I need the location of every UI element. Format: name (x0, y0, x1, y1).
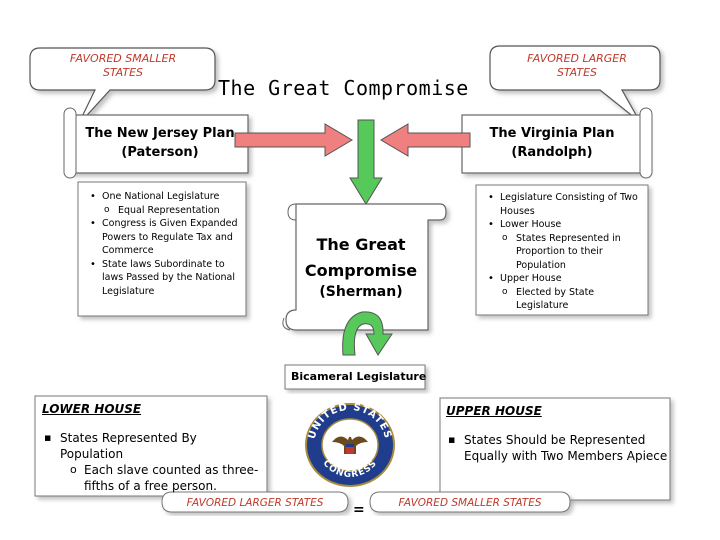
arrow-down-green (349, 119, 383, 205)
diagram-title: The Great Compromise (218, 76, 469, 100)
nj-plan-title: The New Jersey Plan (85, 126, 235, 141)
upper-house-item-line1: States Should be Represented (446, 432, 668, 448)
lower-house-sub-line1: Each slave counted as three- (42, 462, 262, 478)
lower-house-item: States Represented By Population (42, 430, 262, 462)
nj-sub-bullet-1: Equal Representation (102, 204, 240, 218)
arrow-left-red (380, 123, 471, 157)
va-sub-bullet-2: Elected by State Legislature (500, 286, 642, 313)
arrow-right-red (234, 123, 353, 157)
bubble-bottom-right-text: FAVORED SMALLER STATES (398, 497, 542, 509)
compromise-text: The Great Compromise (Sherman) (296, 232, 426, 300)
upper-house-heading: UPPER HOUSE (446, 404, 542, 418)
va-plan-scroll (461, 107, 653, 179)
bubble-top-right-text: FAVORED LARGER STATES (502, 52, 652, 80)
nj-plan-author: (Paterson) (121, 145, 199, 160)
bubble-top-left (29, 47, 216, 126)
nj-bullet-1: One National Legislature (90, 190, 240, 204)
va-plan-title: The Virginia Plan (489, 126, 615, 141)
bubble-top-right-line1: FAVORED LARGER (527, 52, 627, 65)
bicameral-label: Bicameral Legislature (291, 370, 427, 383)
compromise-title-line1: The Great (316, 235, 406, 254)
nj-plan-header: The New Jersey Plan (Paterson) (78, 124, 242, 162)
nj-bullet-2: Congress is Given Expanded Powers to Reg… (90, 217, 240, 258)
lower-house-sub-line2: fifths of a free person. (84, 479, 217, 493)
lower-house-heading: LOWER HOUSE (42, 402, 142, 416)
nj-plan-scroll (63, 107, 249, 179)
bubble-top-right (489, 45, 661, 123)
va-plan-list: Legislature Consisting of Two Houses Low… (486, 191, 642, 313)
va-sub-bullet-1: States Represented in Proportion to thei… (500, 232, 642, 273)
upper-house-item-line2: Equally with Two Members Apiece (464, 449, 668, 463)
upper-house-box (439, 397, 671, 501)
lower-house-panel: LOWER HOUSE States Represented By Popula… (42, 402, 262, 494)
bubble-top-left-text: FAVORED SMALLER STATES (48, 52, 198, 80)
nj-bullet-3: State laws Subordinate to laws Passed by… (90, 258, 240, 299)
arrow-curved-green (342, 311, 393, 356)
nj-plan-list: One National Legislature Equal Represent… (88, 190, 240, 298)
va-plan-header: The Virginia Plan (Randolph) (468, 124, 636, 162)
upper-house-panel: UPPER HOUSE States Should be Represented… (446, 404, 668, 464)
va-plan-author: (Randolph) (511, 145, 593, 160)
bubble-top-right-line2: STATES (556, 66, 598, 79)
bubble-top-left-line1: FAVORED SMALLER (69, 52, 177, 65)
compromise-title-line2: Compromise (304, 261, 418, 280)
bubble-top-left-line2: STATES (102, 66, 144, 79)
bubble-bottom-left (161, 491, 349, 513)
compromise-author: (Sherman) (319, 284, 403, 300)
equals-sign: = (353, 502, 365, 518)
bicameral-box (284, 364, 426, 390)
bubble-bottom-right (369, 491, 571, 513)
bubble-bottom-left-text: FAVORED LARGER STATES (186, 497, 324, 509)
va-bullet-3: Upper House (488, 272, 642, 286)
congress-seal-icon: UNITED STATES CONGRESS (305, 402, 395, 487)
va-bullet-1: Legislature Consisting of Two Houses (488, 191, 642, 218)
compromise-scroll (282, 203, 447, 331)
va-bullet-2: Lower House (488, 218, 642, 232)
